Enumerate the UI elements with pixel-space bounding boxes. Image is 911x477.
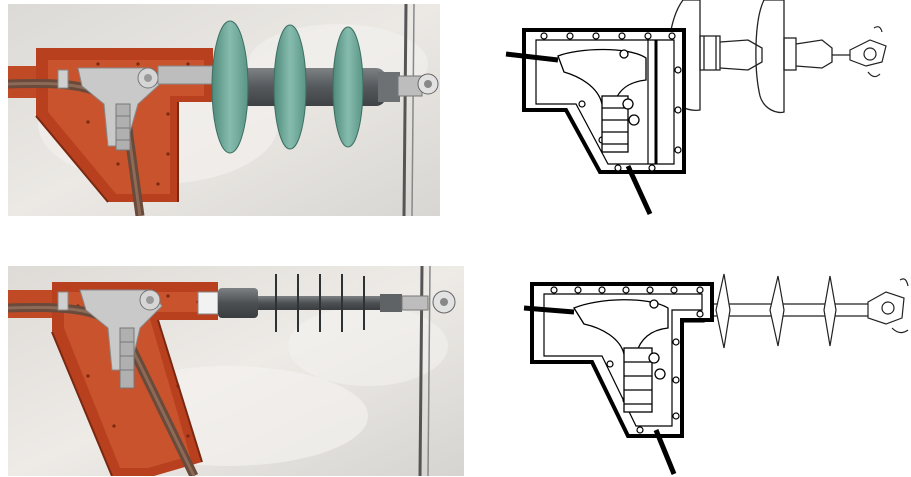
panel-polymer-render: [8, 266, 464, 476]
insulator-core-lines: [699, 35, 850, 71]
polymer-line-drawing: [523, 273, 909, 475]
panel-porcelain-drawing: [478, 0, 911, 216]
panel-porcelain-render: [8, 4, 440, 216]
porcelain-insulator: [157, 20, 439, 154]
cable-out: [653, 429, 677, 475]
cable-in: [523, 305, 575, 315]
porcelain-line-drawing: [505, 0, 887, 216]
end-fitting: [867, 278, 909, 334]
cable-in: [505, 51, 559, 63]
clamp: [57, 67, 161, 151]
clamp: [57, 289, 163, 389]
end-fitting: [849, 26, 887, 78]
bracket-bolts: [550, 286, 704, 434]
clamp-drawing: [557, 48, 647, 153]
clamp-drawing: [573, 299, 669, 413]
cable-out: [625, 164, 653, 216]
polymer-insulator: [197, 274, 456, 332]
polymer-render-illustration: [8, 266, 464, 476]
porcelain-render-illustration: [8, 4, 440, 216]
panel-polymer-drawing: [508, 256, 911, 477]
conductor-wire: [402, 4, 408, 216]
